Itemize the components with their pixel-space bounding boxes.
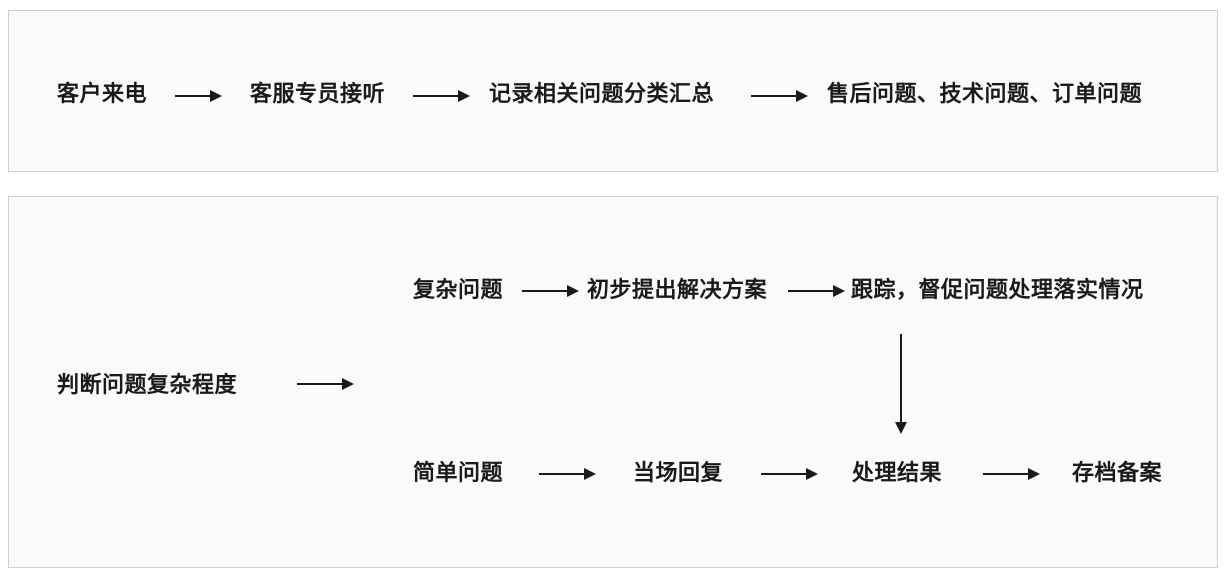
arrow-judge-to-branches <box>297 378 354 390</box>
handling-flow-panel <box>8 196 1218 568</box>
node-record-classify: 记录相关问题分类汇总 <box>489 82 715 107</box>
node-track-supervise: 跟踪，督促问题处理落实情况 <box>851 278 1144 303</box>
node-simple-issue: 简单问题 <box>413 461 504 486</box>
intake-flow-panel <box>8 10 1218 172</box>
arrow-complex-to-solution <box>522 285 579 297</box>
node-agent-answers: 客服专员接听 <box>250 82 386 107</box>
arrow-result-to-archive <box>983 468 1040 480</box>
node-archive-record: 存档备案 <box>1072 461 1163 486</box>
arrow-solution-to-track <box>788 285 845 297</box>
arrow-agent-to-record <box>413 90 470 102</box>
arrow-simple-to-reply <box>539 468 596 480</box>
node-onsite-reply: 当场回复 <box>633 461 724 486</box>
node-judge-complexity: 判断问题复杂程度 <box>57 373 238 398</box>
node-propose-solution: 初步提出解决方案 <box>587 278 768 303</box>
node-complex-issue: 复杂问题 <box>413 278 504 303</box>
node-customer-call: 客户来电 <box>57 82 148 107</box>
arrow-track-to-result <box>895 334 907 434</box>
arrow-call-to-agent <box>175 90 222 102</box>
node-issue-categories: 售后问题、技术问题、订单问题 <box>827 82 1143 107</box>
arrow-reply-to-result <box>761 468 818 480</box>
arrow-record-to-categories <box>751 90 808 102</box>
node-handling-result: 处理结果 <box>852 461 943 486</box>
